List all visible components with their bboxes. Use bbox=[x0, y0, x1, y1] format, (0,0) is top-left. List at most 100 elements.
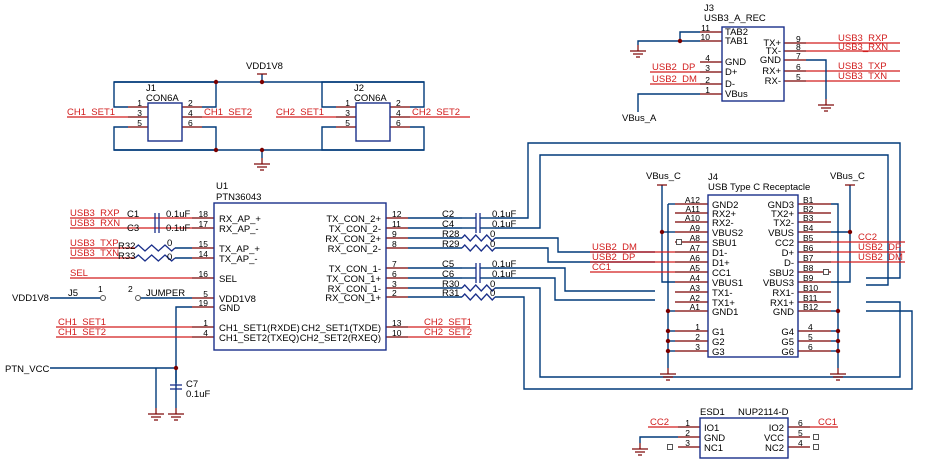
j3-pin-label: RX- bbox=[765, 76, 781, 87]
vbus-a-wire bbox=[637, 93, 700, 112]
u1-pin-label: CH1_SET2(TXEQ) bbox=[219, 333, 299, 344]
net-sel: SEL bbox=[70, 268, 88, 279]
route-rx1p bbox=[495, 296, 913, 390]
route-tx1m bbox=[495, 267, 655, 292]
r31-resistor bbox=[461, 293, 496, 301]
j2-pin-num: 1 bbox=[345, 98, 350, 108]
c5-ref: C5 bbox=[442, 259, 454, 270]
j2-con6a bbox=[355, 102, 391, 142]
j4-pin-label: GND2 bbox=[712, 200, 738, 211]
j2-pin-num: 2 bbox=[396, 98, 401, 108]
net-u1-ch2-set1: CH2_SET1 bbox=[424, 317, 472, 328]
u1-pin-num: 1 bbox=[203, 318, 208, 328]
j4-pin-num: B11 bbox=[803, 293, 818, 303]
u1-pin-num: 9 bbox=[392, 229, 397, 239]
esd1-pin-label: NC1 bbox=[704, 443, 723, 454]
j4-pin-label: GND3 bbox=[768, 200, 794, 211]
junction-dot bbox=[665, 348, 671, 354]
route-tx2n bbox=[495, 154, 889, 286]
j4-pin-num: A8 bbox=[690, 233, 701, 243]
u1-pin-num: 15 bbox=[199, 239, 209, 249]
j3-pin-num: 7 bbox=[796, 51, 801, 61]
j4-vbus-left-bus bbox=[661, 185, 675, 283]
j4-pin-label: G2 bbox=[712, 337, 725, 348]
power-vbus-c-right: VBus_C bbox=[830, 171, 865, 182]
j3-pin-num: 9 bbox=[796, 34, 801, 44]
j3-pin-label: D+ bbox=[725, 67, 738, 78]
j4-pin-label: CC1 bbox=[712, 268, 731, 279]
power-ptn-vcc: PTN_VCC bbox=[5, 364, 49, 375]
u1-pin-num: 2 bbox=[392, 288, 397, 298]
j4-pin-num: A12 bbox=[685, 195, 700, 205]
j4-pin-label: TX1+ bbox=[712, 298, 735, 309]
j4-pin-num: A3 bbox=[690, 283, 701, 293]
j4-pin-num: A10 bbox=[685, 213, 700, 223]
esd1-name: NUP2114-D bbox=[738, 407, 789, 418]
c3-ref: C3 bbox=[127, 223, 139, 234]
j1-net-set2: CH1_SET2 bbox=[204, 107, 252, 118]
u1-pin-num: 3 bbox=[392, 279, 397, 289]
j4-pin-label: G6 bbox=[781, 347, 794, 358]
u1-pin-label: RX_AP_- bbox=[219, 224, 259, 235]
j4-ref: J4 bbox=[708, 172, 718, 183]
j1-pin-num: 6 bbox=[188, 118, 193, 128]
u1-pin-label: VDD1V8 bbox=[219, 294, 256, 305]
r28-ref: R28 bbox=[442, 229, 459, 240]
j4-pin-label: GND1 bbox=[712, 307, 738, 318]
j2-net-set2: CH2_SET2 bbox=[412, 107, 460, 118]
net-usb3-rxn: USB3_RXN bbox=[838, 42, 888, 53]
j4-pin-num: B4 bbox=[803, 223, 814, 233]
net-u1-ch1-set1: CH1_SET1 bbox=[58, 317, 106, 328]
j3-usb3-a-receptacle bbox=[721, 26, 785, 102]
esd1-pin-num: 4 bbox=[798, 438, 803, 448]
net-usb3-txp: USB3_TXP bbox=[838, 61, 887, 72]
junction-dot bbox=[835, 328, 841, 334]
c6-value: 0.1uF bbox=[492, 269, 516, 280]
r33-value: 0 bbox=[167, 252, 172, 263]
j4-pin-label: D- bbox=[784, 258, 794, 269]
net-esd-cc1: CC1 bbox=[818, 417, 837, 428]
j2-net-set1: CH2_SET1 bbox=[276, 107, 324, 118]
esd1-pin-num: 2 bbox=[685, 428, 690, 438]
j4-pin-num: 6 bbox=[808, 342, 813, 352]
j4-pin-label: G4 bbox=[781, 327, 794, 338]
j4-pin-num: B8 bbox=[803, 263, 814, 273]
u1-pin-label: GND bbox=[219, 303, 240, 314]
u1-pin-num: 6 bbox=[392, 269, 397, 279]
route-tx2p bbox=[495, 142, 901, 279]
c6-ref: C6 bbox=[442, 269, 454, 280]
j4-pin-num: A9 bbox=[690, 223, 701, 233]
u1-pin-num: 12 bbox=[392, 209, 402, 219]
j4-name: USB Type C Receptacle bbox=[708, 182, 810, 193]
u1-pin-num: 11 bbox=[392, 219, 401, 229]
j3-gnd-wire bbox=[637, 40, 680, 45]
j3-pin-num: 6 bbox=[796, 62, 801, 72]
j3-pin-num: 10 bbox=[701, 32, 711, 42]
u1-pin-label: TX_AP_+ bbox=[219, 244, 260, 255]
jumper-pin-1 bbox=[100, 295, 106, 301]
j4-pin-label: RX2- bbox=[712, 218, 734, 229]
c2-ref: C2 bbox=[442, 209, 454, 220]
j4-pin-num: B3 bbox=[803, 213, 814, 223]
junction-dot bbox=[665, 328, 671, 334]
j3-name: USB3_A_REC bbox=[704, 13, 766, 24]
r29-ref: R29 bbox=[442, 239, 459, 250]
j2-name: CON6A bbox=[354, 93, 387, 104]
j3-pin-num: 8 bbox=[796, 42, 801, 52]
u1-pin-label: CH1_SET1(RXDE) bbox=[219, 323, 300, 334]
j2-pin-num: 3 bbox=[345, 108, 350, 118]
r31-value: 0 bbox=[490, 288, 495, 299]
r29-resistor bbox=[461, 244, 496, 252]
j4-pin-num: B10 bbox=[803, 283, 818, 293]
u1-pin-num: 10 bbox=[392, 328, 402, 338]
esd1-nup2114 bbox=[699, 417, 789, 459]
j4-pin-label: SBU1 bbox=[712, 238, 737, 249]
net-u1-usb3-txp: USB3_TXP bbox=[70, 238, 119, 249]
j2-pin-num: 5 bbox=[345, 118, 350, 128]
j4-pin-label: D1+ bbox=[712, 258, 730, 269]
net-u1-usb3-rxn: USB3_RXN bbox=[70, 218, 120, 229]
net-usb3-rxp: USB3_RXP bbox=[838, 33, 888, 44]
u1-pin-label: TX_CON_1+ bbox=[326, 274, 381, 285]
no-connect-marker bbox=[667, 444, 673, 450]
